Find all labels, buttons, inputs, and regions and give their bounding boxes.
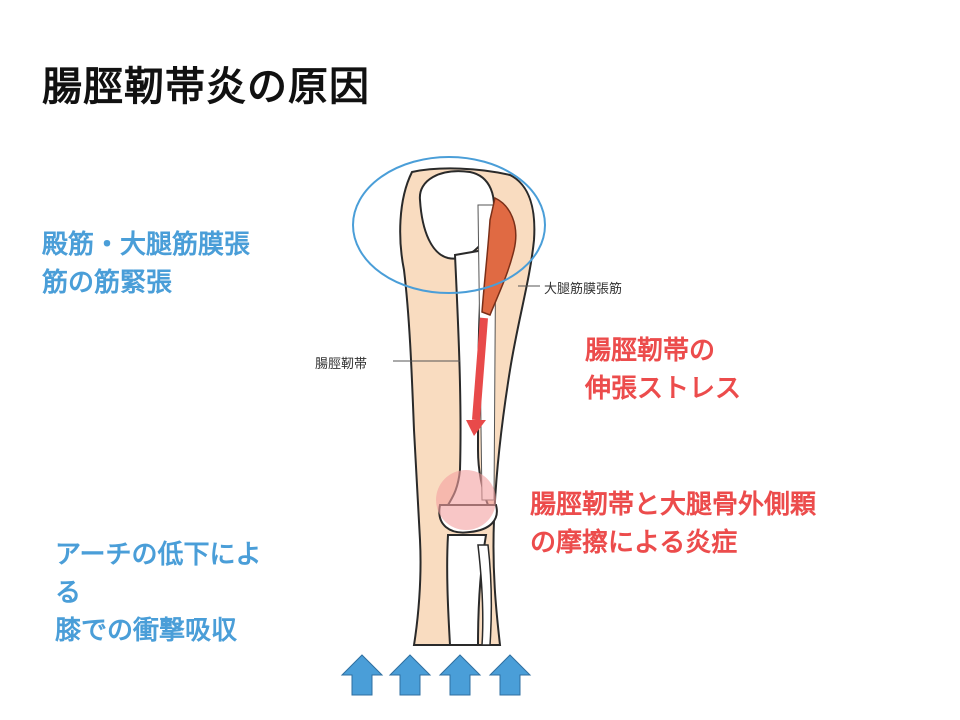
note-line: 殿筋・大腿筋膜張 — [42, 230, 251, 260]
up-arrow-icons — [340, 654, 532, 696]
tfl-label: 大腿筋膜張筋 — [544, 282, 623, 297]
friction-note: 腸脛靭帯と大腿骨外側顆 の摩擦による炎症 — [530, 486, 816, 562]
page-title: 腸脛靭帯炎の原因 — [42, 64, 370, 110]
note-line: アーチの低下によ — [55, 540, 262, 570]
note-line: 伸張ストレス — [585, 374, 742, 404]
note-line: る — [55, 578, 82, 608]
up-arrow-icon — [438, 654, 482, 696]
fibula — [477, 544, 493, 646]
itb-stress-note: 腸脛靭帯の 伸張ストレス — [585, 332, 741, 408]
itb-label: 腸脛靭帯 — [315, 357, 368, 372]
hip-highlight-circle — [352, 156, 546, 294]
up-arrow-icon — [488, 654, 532, 696]
note-line: 腸脛靭帯と大腿骨外側顆 — [530, 490, 817, 520]
note-line: 筋の筋緊張 — [42, 268, 173, 298]
up-arrow-icon — [388, 654, 432, 696]
note-line: 膝での衝撃吸収 — [55, 616, 238, 646]
gluteal-tension-note: 殿筋・大腿筋膜張 筋の筋緊張 — [42, 226, 250, 302]
up-arrow-icon — [340, 654, 384, 696]
friction-highlight — [436, 470, 496, 530]
stress-arrow-head — [466, 420, 486, 436]
note-line: 腸脛靭帯の — [585, 336, 716, 366]
note-line: の摩擦による炎症 — [530, 528, 738, 558]
stress-arrow-shaft — [472, 317, 488, 421]
arch-drop-note: アーチの低下によ る 膝での衝撃吸収 — [55, 536, 261, 650]
